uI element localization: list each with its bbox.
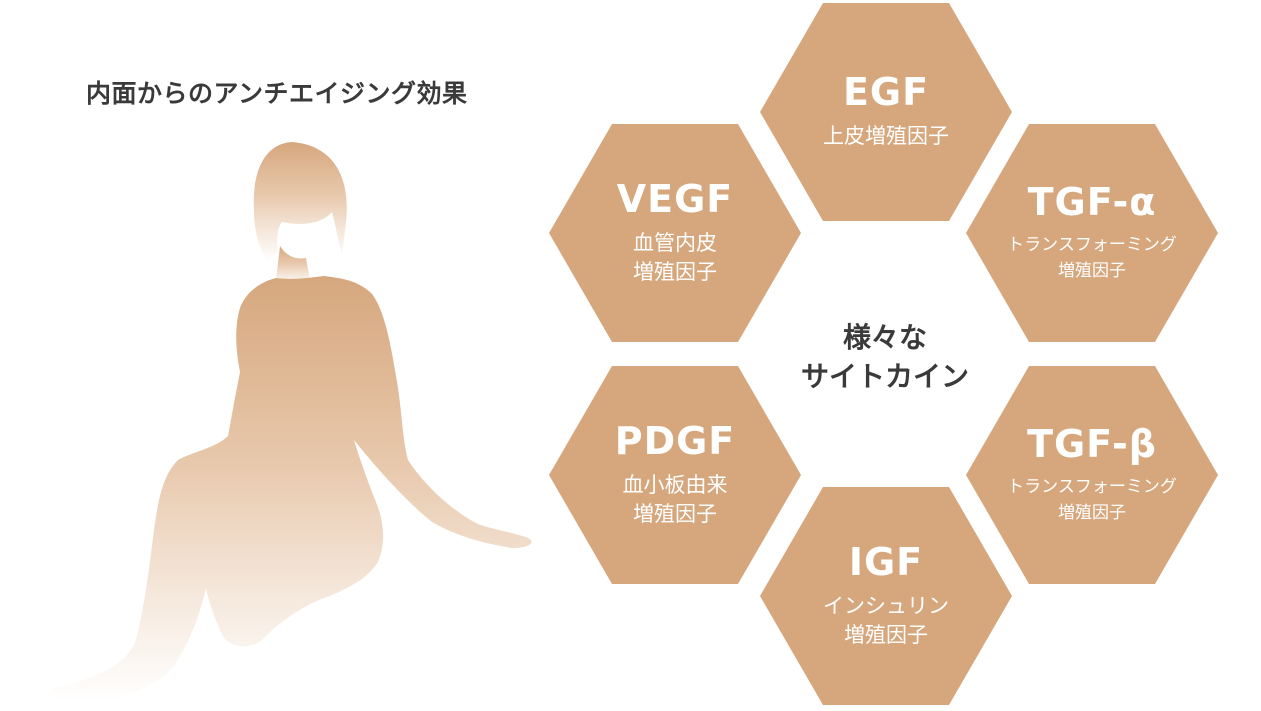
center-label: 様々な サイトカイン (760, 318, 1010, 396)
hexagon-egf: EGF 上皮増殖因子 (760, 3, 1012, 221)
hex-description: 上皮増殖因子 (823, 122, 949, 151)
hex-code: TGF-β (1027, 421, 1157, 466)
hexagon-tgf-alpha: TGF-α トランスフォーミング 増殖因子 (966, 124, 1218, 342)
section-heading: 内面からのアンチエイジング効果 (86, 79, 468, 108)
hex-description-line2: 増殖因子 (633, 501, 717, 526)
hex-description-line1: 血小板由来 (622, 472, 728, 497)
hex-code: EGF (842, 70, 930, 115)
hex-description-line1: トランスフォーミング (1007, 234, 1177, 255)
hex-description-line1: 血管内皮 (633, 230, 717, 255)
hex-description-line1: トランスフォーミング (1007, 476, 1177, 497)
hex-code: IGF (848, 539, 924, 584)
hexagon-tgf-beta: TGF-β トランスフォーミング 増殖因子 (966, 366, 1218, 584)
hex-code: PDGF (614, 418, 736, 463)
center-label-line1: 様々な (842, 321, 927, 354)
hex-description: トランスフォーミング 増殖因子 (1007, 232, 1177, 285)
woman-silhouette-image (49, 142, 532, 703)
hex-description-line2: 増殖因子 (844, 622, 928, 647)
hexagon-igf: IGF インシュリン 増殖因子 (760, 487, 1012, 705)
hex-code: TGF-α (1027, 179, 1157, 224)
hexagon-vegf: VEGF 血管内皮 増殖因子 (549, 124, 801, 342)
hex-description-line2: 増殖因子 (633, 259, 717, 284)
hex-description: トランスフォーミング 増殖因子 (1007, 474, 1177, 527)
hex-description-line2: 増殖因子 (1057, 260, 1126, 281)
hex-code: VEGF (616, 176, 734, 221)
center-label-line2: サイトカイン (800, 360, 969, 394)
hex-description-line1: 上皮増殖因子 (823, 124, 949, 149)
hex-description-line1: インシュリン (823, 593, 949, 618)
hex-description: 血管内皮 増殖因子 (633, 229, 717, 288)
hexagon-pdgf: PDGF 血小板由来 増殖因子 (549, 366, 801, 584)
hex-description: インシュリン 増殖因子 (823, 592, 949, 651)
hex-description: 血小板由来 増殖因子 (623, 471, 728, 530)
hex-description-line2: 増殖因子 (1057, 502, 1126, 523)
